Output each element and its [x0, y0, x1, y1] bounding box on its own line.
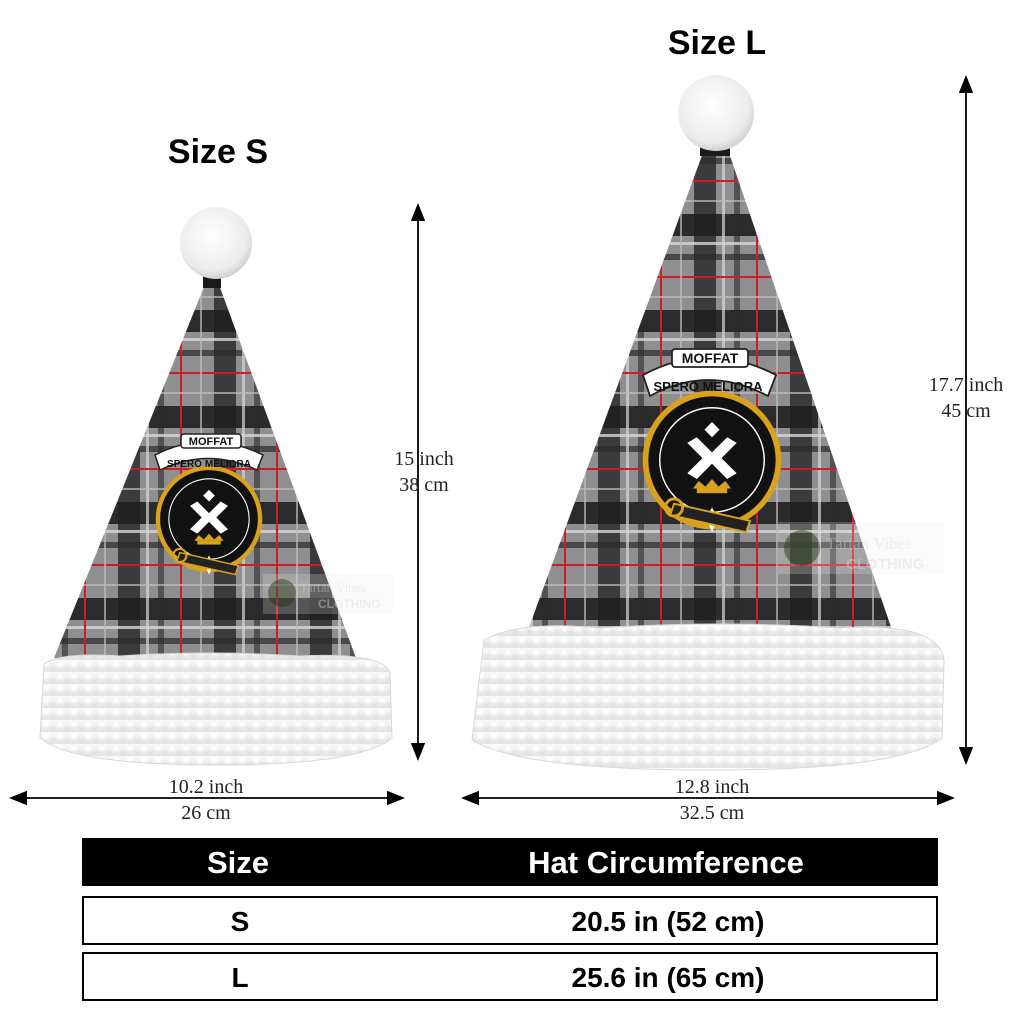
width-label-large: 12.8 inch 32.5 cm: [632, 774, 792, 826]
pompom-small: [180, 207, 252, 279]
watermark-brand-large: Tartan Vibes: [826, 534, 912, 553]
watermark-sub-small: CLOTHING: [318, 597, 381, 611]
pompom-large: [678, 75, 754, 151]
row-l-size: L: [231, 962, 249, 993]
width-cm-small: 26 cm: [181, 802, 231, 824]
crest-banner-text-large: MOFFAT: [682, 350, 739, 366]
watermark-small: Tartan Vibes CLOTHING: [263, 574, 393, 614]
height-cm-large: 45 cm: [941, 400, 991, 422]
width-inch-small: 10.2 inch: [168, 776, 244, 798]
height-inch-small: 15 inch: [394, 448, 454, 470]
height-label-large: 17.7 inch 45 cm: [886, 372, 1020, 424]
width-inch-large: 12.8 inch: [674, 776, 750, 798]
row-l-circumference: 25.6 in (65 cm): [571, 962, 765, 993]
header-size: Size: [206, 845, 270, 880]
width-label-small: 10.2 inch 26 cm: [126, 774, 286, 826]
table-row: S 20.5 in (52 cm): [82, 896, 938, 945]
size-s-title: Size S: [167, 133, 269, 171]
crest-motto-large: SPERO MELIORA: [653, 379, 763, 394]
size-table-header: Size Hat Circumference: [82, 838, 938, 886]
crest-motto-small: SPERO MELIORA: [167, 459, 251, 470]
table-row: L 25.6 in (65 cm): [82, 952, 938, 1001]
width-cm-large: 32.5 cm: [679, 802, 745, 824]
watermark-sub-large: CLOTHING: [846, 556, 924, 573]
row-s-circumference: 20.5 in (52 cm): [571, 906, 765, 937]
header-circumference: Hat Circumference: [528, 845, 804, 880]
watermark-large: Tartan Vibes CLOTHING: [778, 522, 944, 574]
crest-banner-text-small: MOFFAT: [189, 436, 234, 448]
watermark-brand-small: Tartan Vibes: [300, 580, 366, 595]
size-l-title: Size L: [667, 24, 767, 62]
height-cm-small: 38 cm: [399, 474, 449, 496]
row-s-size: S: [230, 906, 250, 937]
height-inch-large: 17.7 inch: [928, 374, 1004, 396]
height-label-small: 15 inch 38 cm: [344, 446, 504, 498]
